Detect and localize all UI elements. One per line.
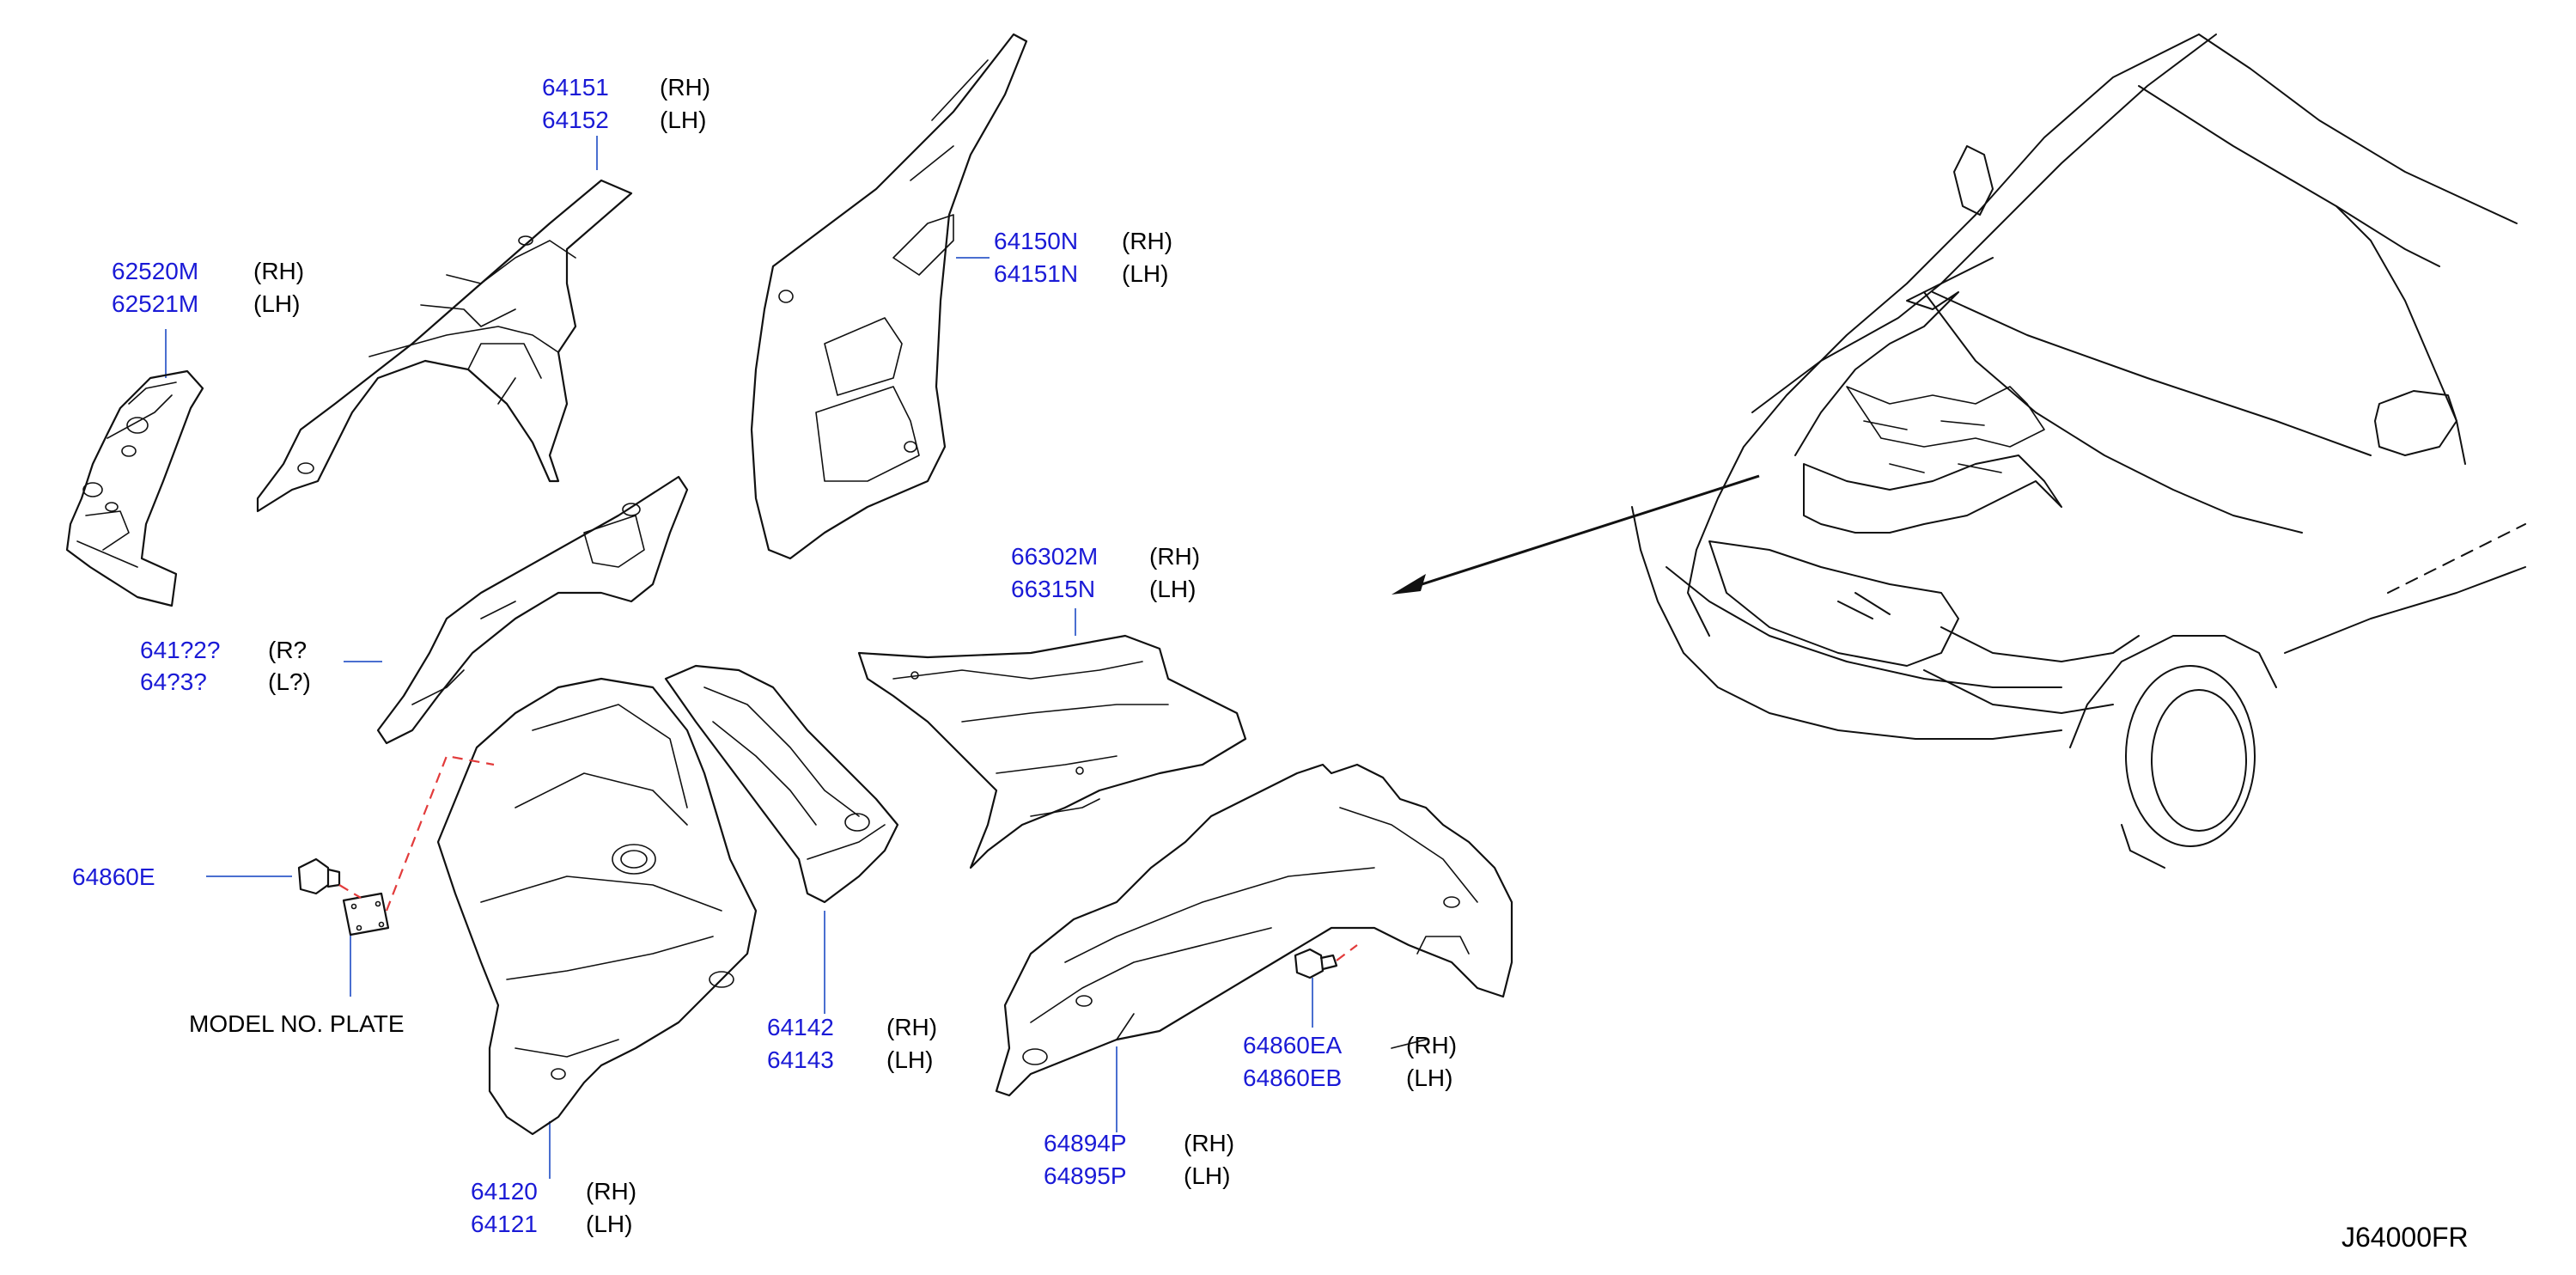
clip-64860e[interactable] [297,857,341,895]
side-label: (LH) [1184,1162,1230,1189]
part-number[interactable]: 64895P [1044,1162,1127,1189]
part-number[interactable]: 62520M [112,258,198,284]
side-label: (LH) [886,1046,933,1073]
apron-64142[interactable] [664,664,899,904]
part-number[interactable]: 66315N [1011,576,1095,602]
part-number[interactable]: 64142 [767,1014,834,1040]
reinforcement-left[interactable] [376,475,689,745]
callout-partially-obscured[interactable]: 641?2? (R? 64?3? (L?) [140,637,311,695]
diagram-id: J64000FR [2342,1222,2469,1253]
part-number[interactable]: 64860EA [1243,1032,1343,1058]
part-number[interactable]: 64894P [1044,1130,1127,1156]
side-label: (LH) [586,1211,632,1237]
part-number[interactable]: 64860E [72,863,155,890]
pointer-arrow [1392,474,1760,595]
part-number[interactable]: 64151 [542,74,609,101]
side-label: (RH) [586,1178,636,1205]
part-number[interactable]: 66302M [1011,543,1098,570]
side-label: (LH) [1149,576,1196,602]
side-label: (RH) [253,258,304,284]
callout-64860E[interactable]: 64860E [72,863,155,890]
side-label: (LH) [660,107,706,133]
leader-lines [165,136,1313,1179]
side-label: (RH) [660,74,710,101]
callout-66302M-66315N[interactable]: 66302M (RH) 66315N (LH) [1011,543,1200,602]
side-label: (LH) [1122,260,1168,287]
part-number[interactable]: 64152 [542,107,609,133]
side-label: (RH) [1149,543,1200,570]
callout-64150N-64151N[interactable]: 64150N (RH) 64151N (LH) [994,228,1172,287]
part-number[interactable]: 64121 [471,1211,538,1237]
front-side-member-64120[interactable] [436,677,758,1136]
callout-64142-64143[interactable]: 64142 (RH) 64143 (LH) [767,1014,937,1073]
callout-64151-64152[interactable]: 64151 (RH) 64152 (LH) [542,74,710,133]
side-label: (LH) [1406,1065,1452,1091]
hood-ledge-panel-64150n[interactable] [750,33,1028,560]
car-illustration [1631,34,2526,869]
part-number[interactable]: 64860EB [1243,1065,1342,1091]
model-plate-label: MODEL NO. PLATE [189,1010,405,1037]
model-number-plate[interactable] [342,892,390,936]
side-label: (RH) [1184,1130,1234,1156]
side-label: (L?) [268,668,311,695]
side-label: (RH) [886,1014,937,1040]
part-number[interactable]: 62521M [112,290,198,317]
part-number[interactable]: 64150N [994,228,1078,254]
part-number[interactable]: 64?3? [140,668,207,695]
part-number[interactable]: 64151N [994,260,1078,287]
upper-member-64151[interactable] [256,179,633,513]
bracket-62520m[interactable] [65,369,204,607]
side-label: (LH) [253,290,300,317]
callout-64894P-64895P[interactable]: 64894P (RH) 64895P (LH) [1044,1130,1234,1189]
hood-ledge-lower-64894p[interactable] [995,763,1513,1097]
side-label: (R? [268,637,307,663]
part-number[interactable]: 64143 [767,1046,834,1073]
callout-64860EA-64860EB[interactable]: 64860EA (RH) 64860EB (LH) [1243,1032,1457,1091]
callout-62520M-62521M[interactable]: 62520M (RH) 62521M (LH) [112,258,304,317]
cowl-side-66302m[interactable] [857,634,1247,869]
clip-64860ea[interactable] [1294,948,1338,979]
part-number[interactable]: 641?2? [140,637,220,663]
part-number[interactable]: 64120 [471,1178,538,1205]
side-label: (RH) [1406,1032,1457,1058]
model-plate-link [338,754,1358,961]
callout-64120-64121[interactable]: 64120 (RH) 64121 (LH) [471,1178,636,1237]
side-label: (RH) [1122,228,1172,254]
